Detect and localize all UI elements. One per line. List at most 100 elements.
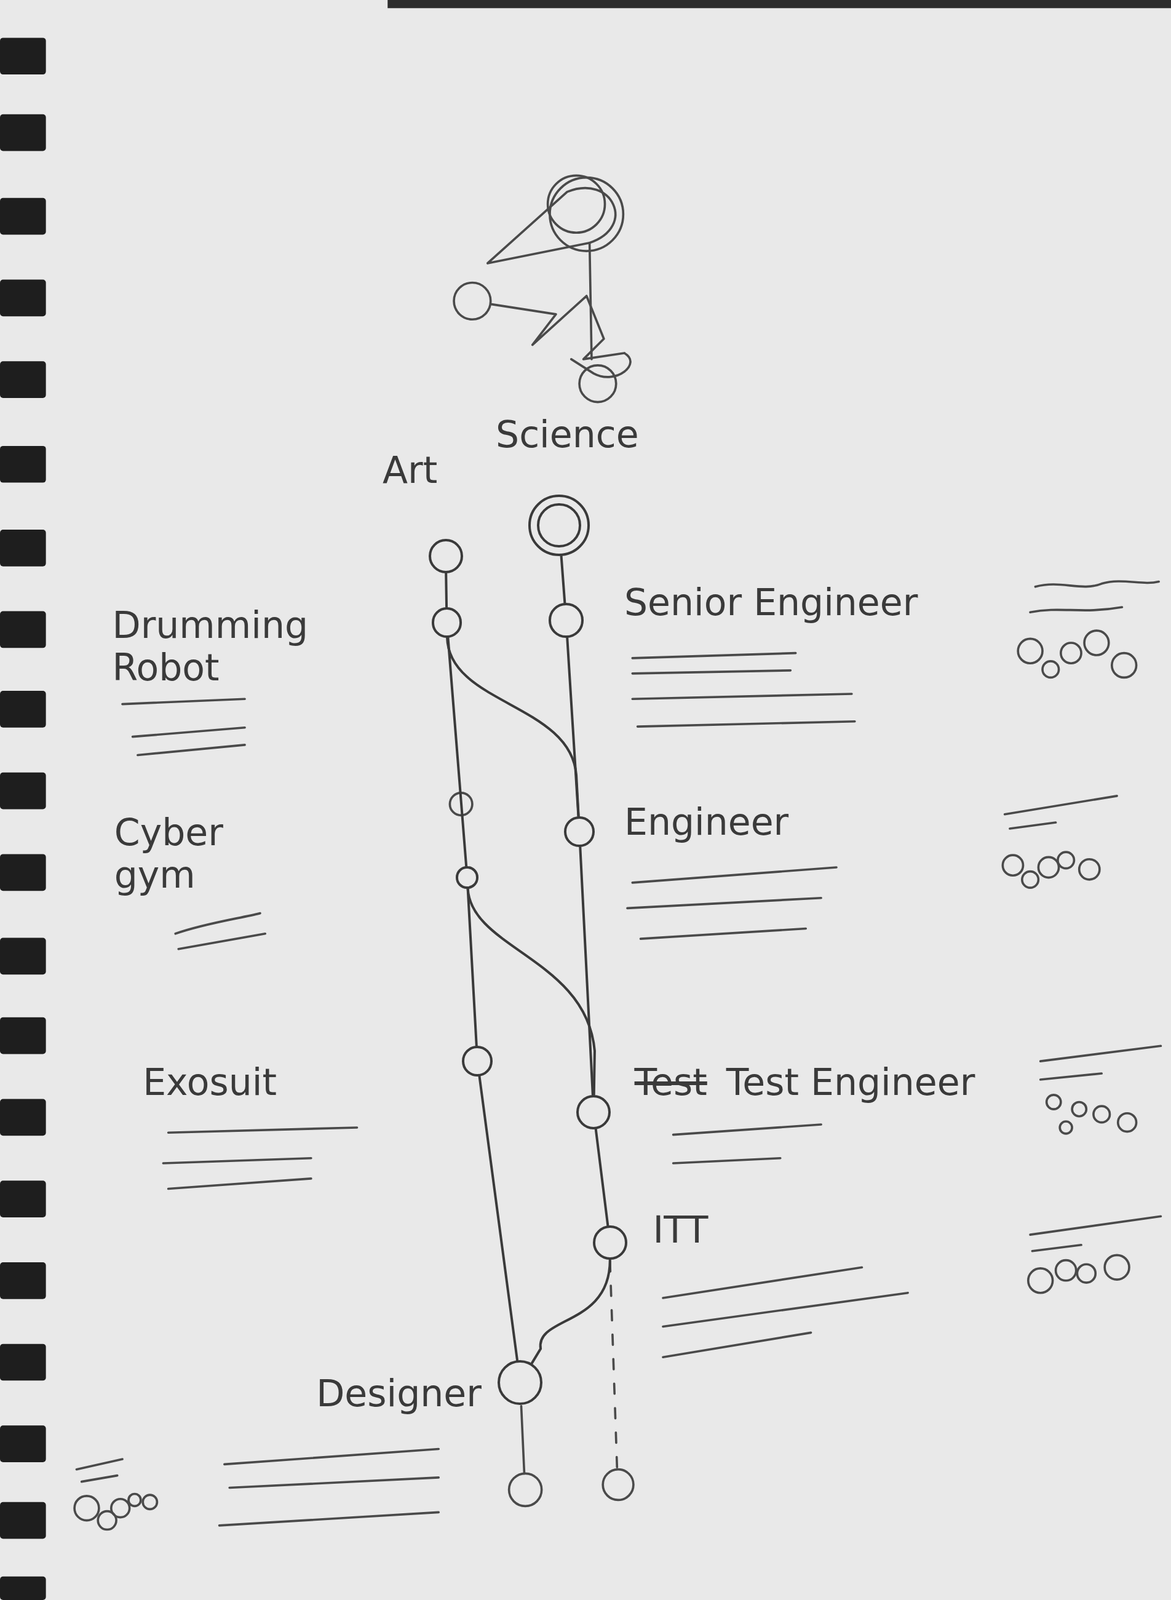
binding-hole xyxy=(0,937,47,975)
scribble-circle xyxy=(1022,871,1039,889)
scribble-lines xyxy=(219,1448,440,1525)
branch-line xyxy=(521,1405,525,1473)
binding-hole xyxy=(0,1099,47,1136)
branch-line xyxy=(561,555,566,604)
scribble-circle xyxy=(1002,854,1023,876)
branch-line xyxy=(579,846,593,1095)
dashed-line xyxy=(610,1260,618,1469)
scribble-circle xyxy=(1084,630,1109,655)
scribble-circle xyxy=(1104,1254,1130,1280)
scribble-circle xyxy=(74,1495,100,1521)
commit-circle: Designer xyxy=(497,1359,543,1405)
scribble-circle xyxy=(1111,653,1137,678)
node-label: Drumming Robot xyxy=(111,603,368,689)
scribble-lines xyxy=(1030,1215,1161,1251)
node-label: Engineer xyxy=(624,800,789,844)
scribble-circle xyxy=(1093,1105,1111,1123)
binding-hole xyxy=(0,529,47,567)
scribble-circle xyxy=(111,1498,130,1518)
doodle-circle xyxy=(453,282,491,320)
scribble-circle xyxy=(1060,642,1082,663)
binding-hole xyxy=(0,361,47,398)
node-label: Art xyxy=(382,448,438,492)
doodle-stroke xyxy=(487,188,616,264)
node-label: Exosuit xyxy=(142,1060,277,1104)
node-label: Test Engineer xyxy=(726,1060,975,1104)
binding-hole xyxy=(0,1180,47,1218)
scribble-lines xyxy=(632,653,855,727)
doodle-circle xyxy=(579,365,617,403)
scribble-lines xyxy=(1030,581,1159,612)
page-edge xyxy=(387,0,1171,8)
scribble-circle xyxy=(1046,1094,1061,1109)
branch-line xyxy=(468,888,595,1095)
inner-ring xyxy=(536,503,582,548)
doodle-stroke xyxy=(490,295,631,378)
scribble-circle xyxy=(128,1493,141,1506)
scribble-circle xyxy=(1079,859,1100,880)
scribble-circle xyxy=(1071,1102,1087,1117)
commit-circle: Exosuit xyxy=(461,1045,493,1077)
scribble-circle xyxy=(1055,1260,1077,1281)
scribble-lines xyxy=(673,1124,822,1164)
scribble-circle xyxy=(1059,1121,1072,1134)
scribble-circle xyxy=(1038,856,1059,878)
binding-hole xyxy=(0,1017,47,1055)
scribble-circle xyxy=(1028,1268,1053,1293)
binding-hole xyxy=(0,1343,47,1381)
scribble-lines xyxy=(122,698,245,755)
binding-hole xyxy=(0,611,47,649)
binding-hole xyxy=(0,1576,47,1600)
scribble-lines xyxy=(76,1458,123,1481)
scribble-circle xyxy=(1017,638,1043,663)
node-label: Science xyxy=(495,413,640,456)
scribble-lines xyxy=(627,867,837,939)
binding-holes xyxy=(0,37,47,1600)
branch-line xyxy=(479,1076,518,1361)
binding-hole xyxy=(0,772,47,810)
commit-circle: Test Engineer xyxy=(576,1094,611,1130)
node-label: Designer xyxy=(316,1372,482,1415)
branch-line xyxy=(595,1129,609,1226)
binding-hole xyxy=(0,37,47,75)
commit-circle: Cyber gym xyxy=(455,865,478,889)
scribble-circle xyxy=(1042,661,1060,678)
binding-hole xyxy=(0,279,47,317)
branch-line xyxy=(447,637,579,817)
plain-circle xyxy=(509,1472,542,1506)
binding-hole xyxy=(0,198,47,235)
binding-hole xyxy=(0,1501,47,1539)
scribble-circle xyxy=(1118,1113,1137,1132)
doodle-circle xyxy=(547,175,606,233)
pencil-strokes xyxy=(74,175,1161,1529)
scribble-lines xyxy=(1040,1045,1162,1080)
binding-hole xyxy=(0,690,47,728)
struck-label: Test xyxy=(634,1060,708,1104)
node-label: Cyber gym xyxy=(114,811,304,897)
binding-hole xyxy=(0,114,47,152)
commit-circle: Senior Engineer xyxy=(548,602,584,638)
binding-hole xyxy=(0,853,47,891)
scribble-lines xyxy=(175,913,266,949)
commit-circle: ITT xyxy=(592,1225,628,1260)
node-label: Senior Engineer xyxy=(624,581,918,624)
commit-circle: Engineer xyxy=(563,816,595,847)
node-label: ITT xyxy=(652,1208,708,1251)
scribble-lines xyxy=(162,1127,357,1189)
binding-hole xyxy=(0,1262,47,1299)
scribble-lines xyxy=(1004,795,1117,829)
scribble-circle xyxy=(142,1494,157,1509)
branch-line xyxy=(531,1259,611,1363)
commit-circle: Science xyxy=(528,494,590,556)
plain-circle xyxy=(602,1469,634,1501)
binding-hole xyxy=(0,1425,47,1462)
scribble-circle xyxy=(1057,851,1075,869)
branch-line xyxy=(444,573,448,608)
doodle-stroke xyxy=(589,242,592,360)
commit-circle: Art xyxy=(428,538,464,574)
scribble-circle xyxy=(1076,1263,1096,1283)
scribble-lines xyxy=(662,1266,908,1357)
binding-hole xyxy=(0,445,47,483)
